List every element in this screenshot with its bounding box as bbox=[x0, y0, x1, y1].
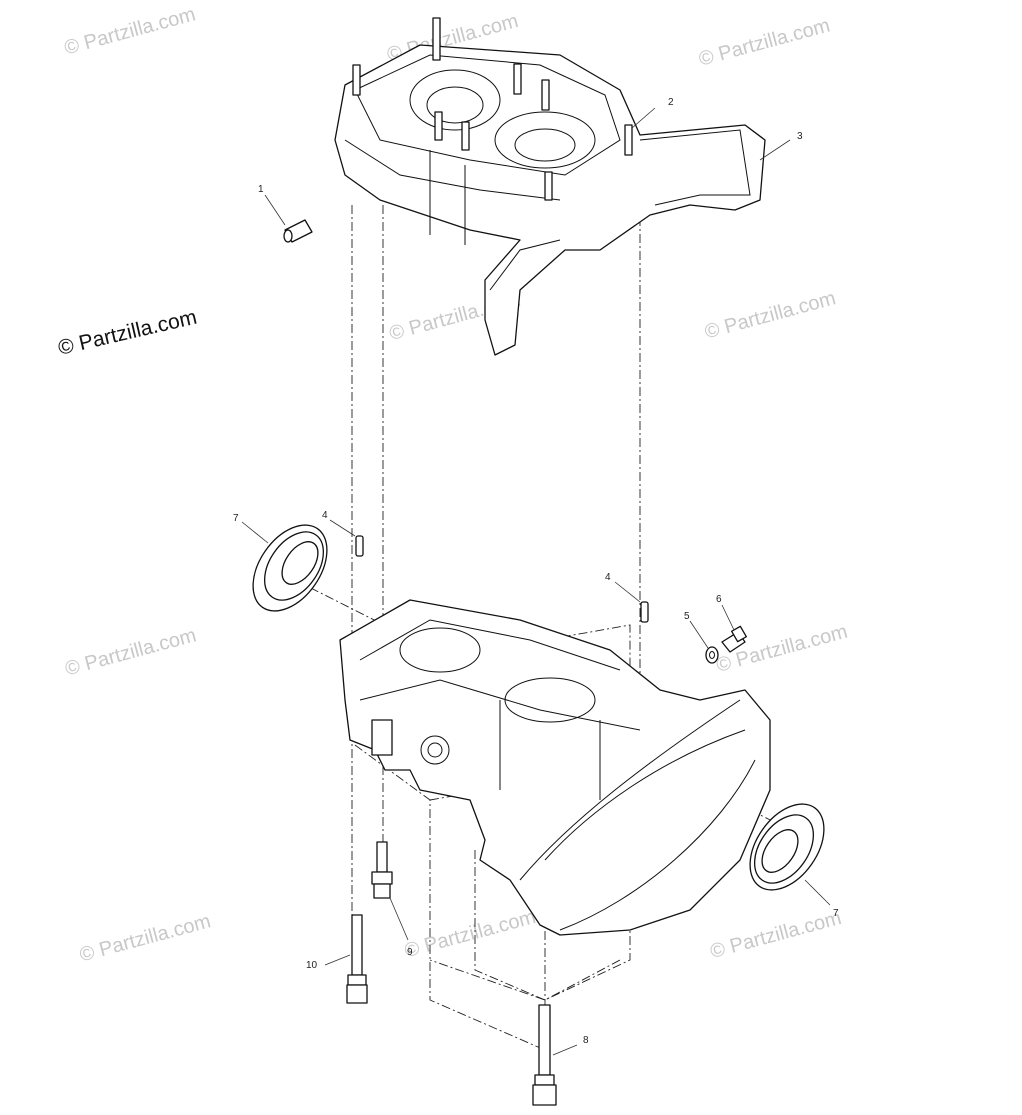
callout-4-left: 4 bbox=[322, 510, 328, 521]
watermark-faint: © Partzilla.com bbox=[697, 15, 833, 71]
callout-7-right: 7 bbox=[833, 908, 839, 919]
watermark-faint: © Partzilla.com bbox=[702, 287, 838, 343]
watermark-faint: © Partzilla.com bbox=[402, 906, 538, 962]
part-6-drain-plug bbox=[721, 625, 747, 653]
callout-1: 1 bbox=[258, 184, 264, 195]
callout-7-left: 7 bbox=[233, 513, 239, 524]
part-4-dowel-left bbox=[355, 535, 364, 557]
part-7-oil-seal-left bbox=[252, 524, 328, 612]
part-9-bolt bbox=[371, 841, 393, 899]
watermark-faint: © Partzilla.com bbox=[62, 3, 198, 59]
part-8-bolt bbox=[532, 1004, 557, 1106]
callout-5: 5 bbox=[684, 611, 690, 622]
callout-3: 3 bbox=[797, 131, 803, 142]
callout-labels: 1 2 3 4 7 4 5 6 7 9 10 8 bbox=[233, 97, 839, 1046]
leader-lines bbox=[241, 107, 831, 1056]
callout-6: 6 bbox=[716, 594, 722, 605]
part-1-dowel bbox=[283, 219, 313, 243]
part-5-washer bbox=[705, 646, 719, 664]
callout-10: 10 bbox=[306, 960, 318, 971]
callout-9: 9 bbox=[407, 947, 413, 958]
lower-crankcase bbox=[339, 599, 771, 936]
callout-2: 2 bbox=[668, 97, 674, 108]
part-7-oil-seal-right bbox=[749, 803, 825, 891]
watermark-faint: © Partzilla.com bbox=[63, 624, 199, 680]
watermark-main: © Partzilla.com bbox=[56, 306, 199, 360]
watermark-faint: © Partzilla.com bbox=[77, 910, 213, 966]
upper-crankcase bbox=[334, 17, 766, 356]
part-10-bolt bbox=[346, 914, 368, 1004]
callout-4-right: 4 bbox=[605, 572, 611, 583]
callout-8: 8 bbox=[583, 1035, 589, 1046]
watermark-faint: © Partzilla.com bbox=[708, 907, 844, 963]
part-4-dowel-right bbox=[640, 601, 649, 623]
